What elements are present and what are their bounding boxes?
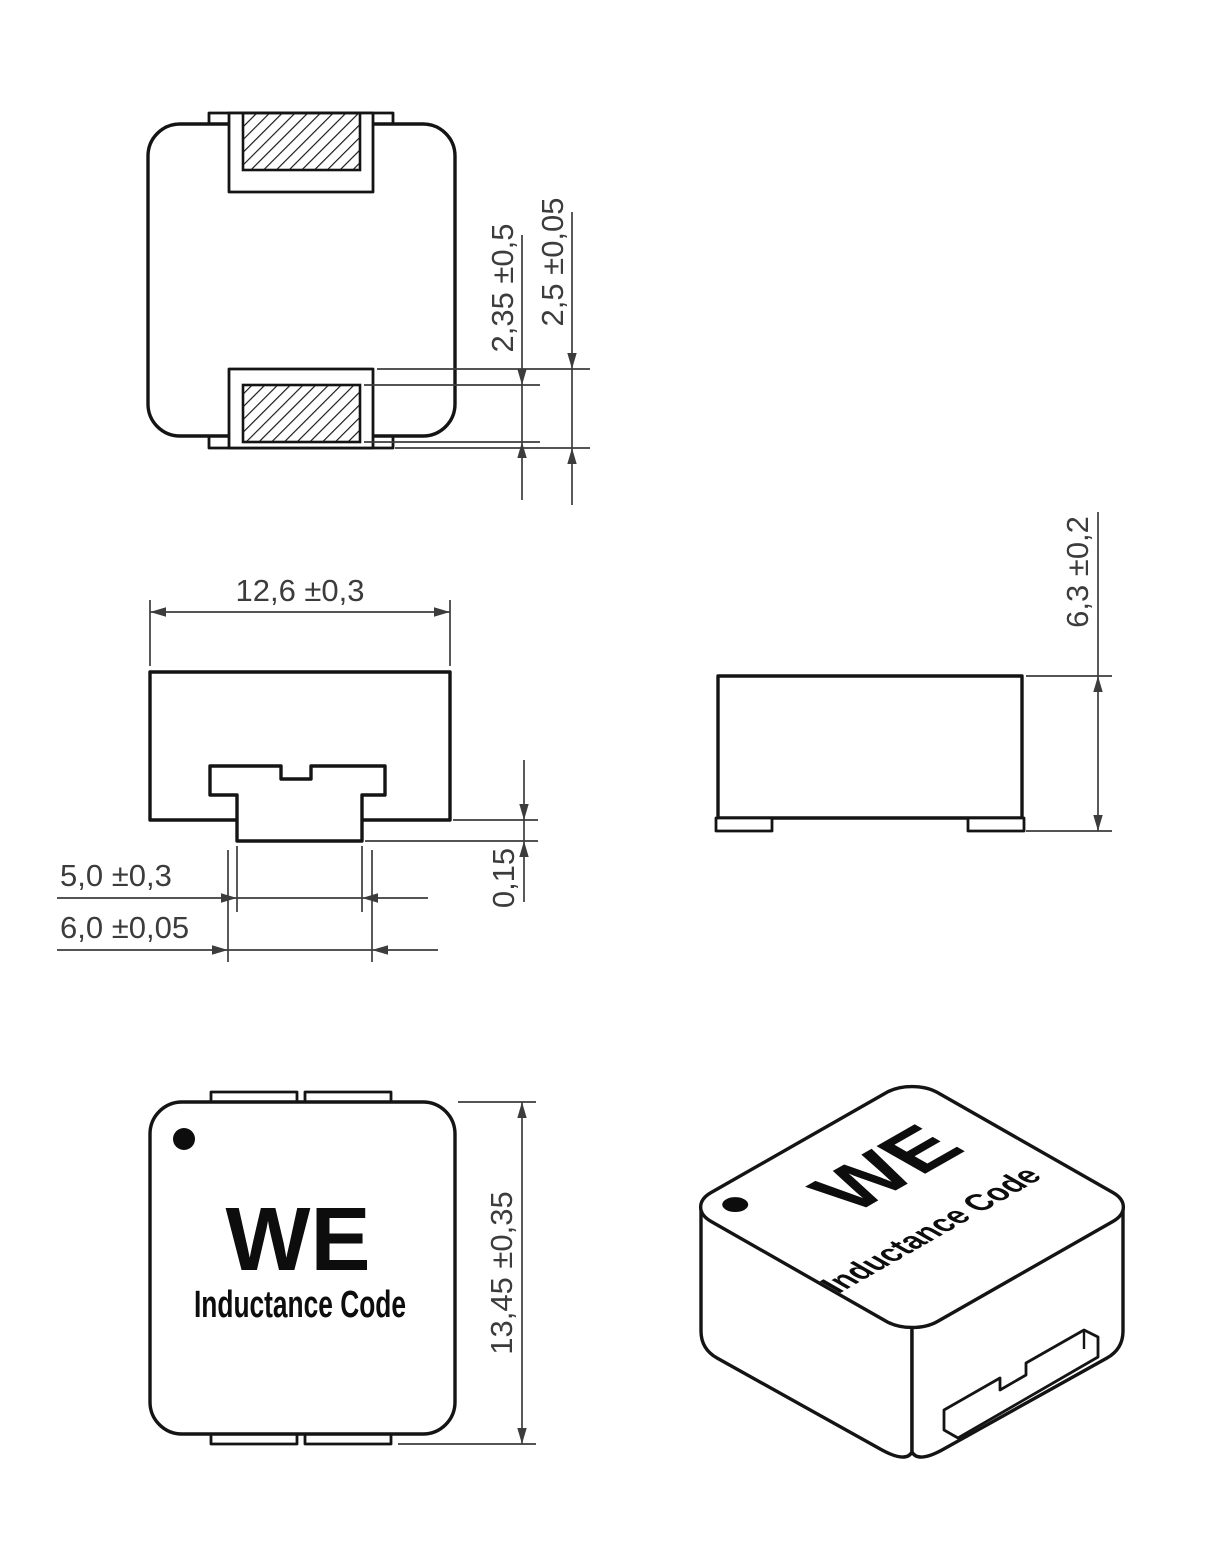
iso-right-face bbox=[910, 1205, 1125, 1459]
arrowhead bbox=[1093, 676, 1103, 692]
top-view: WE Inductance Code 13,45 ±0,35 bbox=[148, 1090, 536, 1446]
arrowhead bbox=[567, 353, 577, 369]
dim-length-label: 13,45 ±0,35 bbox=[484, 1191, 519, 1355]
iso-view: WE Inductance Code bbox=[686, 1078, 1139, 1459]
dim-pad-pitch-label: 2,5 ±0,05 bbox=[535, 197, 570, 326]
iso-pin1-marker-dot bbox=[722, 1197, 749, 1212]
arrowhead bbox=[1093, 815, 1103, 831]
arrowhead bbox=[212, 945, 228, 955]
side-view-foot-left bbox=[714, 816, 774, 833]
dim-standoff-label: 0,15 bbox=[486, 848, 521, 908]
bottom-view: 2,35 ±0,5 2,5 ±0,05 bbox=[146, 111, 590, 505]
dim-pad-length-label: 2,35 ±0,5 bbox=[485, 223, 520, 352]
pad-top-hatch bbox=[241, 111, 362, 172]
top-view-brand-marking: WE bbox=[226, 1190, 371, 1290]
arrowhead bbox=[517, 442, 527, 458]
front-view: 12,6 ±0,3 5,0 ±0,3 6,0 ±0,05 0,15 bbox=[57, 573, 538, 962]
dim-height-label: 6,3 ±0,2 bbox=[1060, 516, 1095, 628]
iso-top-face bbox=[686, 1078, 1139, 1336]
arrowhead bbox=[372, 945, 388, 955]
arrowhead bbox=[434, 607, 450, 617]
arrowhead bbox=[567, 448, 577, 464]
dim-width-label: 12,6 ±0,3 bbox=[235, 573, 364, 608]
arrowhead bbox=[517, 1428, 527, 1444]
iso-left-face bbox=[699, 1205, 914, 1459]
front-view-terminal bbox=[208, 764, 387, 843]
dim-lead-inner-label: 5,0 ±0,3 bbox=[60, 858, 172, 893]
dim-lead-outer-label: 6,0 ±0,05 bbox=[60, 910, 189, 945]
arrowhead bbox=[362, 893, 378, 903]
side-view: 6,3 ±0,2 bbox=[714, 512, 1112, 833]
arrowhead bbox=[519, 841, 529, 857]
side-view-foot-right bbox=[966, 816, 1026, 833]
pad-bottom-hatch bbox=[241, 383, 362, 444]
arrowhead bbox=[221, 893, 237, 903]
arrowhead bbox=[519, 804, 529, 820]
side-view-body bbox=[716, 674, 1024, 820]
arrowhead bbox=[150, 607, 166, 617]
pin1-marker-dot bbox=[173, 1128, 195, 1150]
arrowhead bbox=[517, 369, 527, 385]
top-view-body bbox=[148, 1100, 457, 1436]
arrowhead bbox=[517, 1102, 527, 1118]
top-view-inductance-code-marking: Inductance Code bbox=[194, 1284, 406, 1326]
iso-top-face-group: WE Inductance Code bbox=[686, 1078, 1139, 1336]
